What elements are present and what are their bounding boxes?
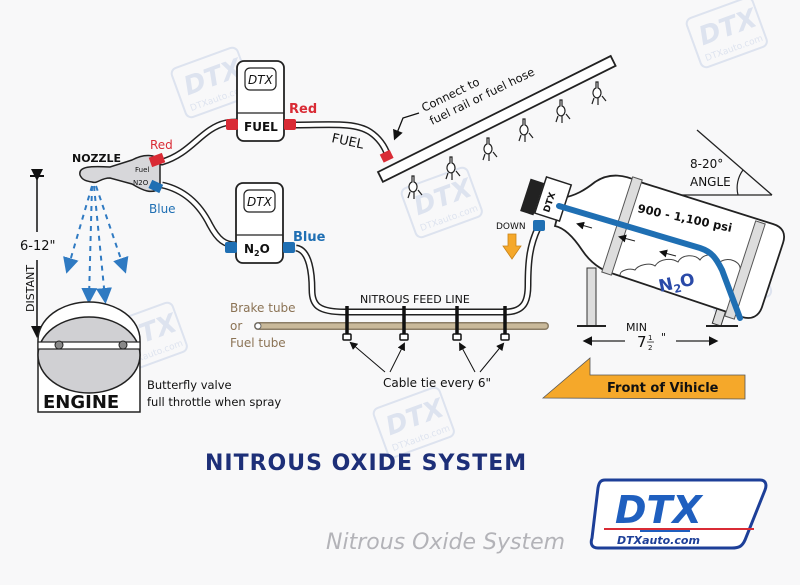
fuel-solenoid-type: FUEL bbox=[244, 120, 278, 134]
feed-line-label: NITROUS FEED LINE bbox=[360, 293, 470, 306]
fuel-hose-to-rail bbox=[295, 121, 392, 158]
injector bbox=[445, 156, 461, 180]
brake-tube-label-2: or bbox=[230, 319, 242, 333]
cable-tie bbox=[452, 306, 462, 341]
fuel-rail-red-fitting bbox=[379, 149, 394, 163]
logo-url: DTXauto.com bbox=[617, 534, 700, 547]
distance-value: 6-12" bbox=[20, 239, 55, 254]
n2o-solenoid-outlet-label: Blue bbox=[293, 230, 326, 245]
nozzle-red-label: Red bbox=[150, 138, 173, 152]
fuel-solenoid-brand: DTX bbox=[248, 73, 274, 87]
fuel-line-label: FUEL bbox=[330, 131, 366, 153]
fuel-solenoid: DTX FUEL bbox=[226, 60, 296, 142]
n2o-solenoid: DTX N2O bbox=[225, 182, 295, 264]
fuel-rail bbox=[376, 54, 617, 184]
nozzle-label: NOZZLE bbox=[72, 152, 121, 165]
injectors bbox=[407, 81, 607, 199]
brake-tube-label-1: Brake tube bbox=[230, 301, 296, 315]
spray-pattern bbox=[63, 185, 129, 304]
injector bbox=[407, 175, 423, 199]
nozzle-blue-label: Blue bbox=[149, 202, 176, 216]
engine-label: ENGINE bbox=[43, 392, 119, 413]
angle-label: ANGLE bbox=[690, 175, 731, 189]
bottle-gas-label: N2O bbox=[657, 270, 697, 299]
page-title: NITROUS OXIDE SYSTEM bbox=[205, 451, 527, 476]
fuel-rail-callout-arrow bbox=[393, 112, 420, 141]
min-value-num: 1 bbox=[648, 334, 652, 342]
engine bbox=[37, 301, 141, 413]
distance-indicator bbox=[30, 169, 44, 338]
engine-note-1: Butterfly valve bbox=[147, 378, 232, 392]
min-label: MIN bbox=[626, 321, 647, 334]
fuel-solenoid-outlet-label: Red bbox=[289, 102, 317, 117]
butterfly-valve bbox=[37, 341, 141, 350]
siphon-tube bbox=[556, 203, 743, 321]
nozzle-port-n2o: N2O bbox=[133, 179, 149, 187]
cable-tie-label: Cable tie every 6" bbox=[383, 376, 491, 390]
logo-brand: DTX bbox=[615, 488, 703, 532]
front-of-vehicle-arrow bbox=[541, 357, 746, 400]
n2o-solenoid-brand: DTX bbox=[247, 195, 273, 209]
brake-tube-label-3: Fuel tube bbox=[230, 336, 286, 350]
injector bbox=[555, 99, 571, 123]
brake-tube bbox=[254, 322, 549, 330]
dtx-logo: DTX DTXauto.com bbox=[589, 478, 768, 550]
angle-indicator bbox=[682, 129, 773, 196]
subtitle: Nitrous Oxide System bbox=[326, 530, 565, 555]
svg-text:N2O: N2O bbox=[244, 242, 270, 258]
min-value-den: 2 bbox=[648, 344, 652, 352]
angle-value: 8-20° bbox=[690, 157, 723, 171]
distance-label: DISTANT bbox=[24, 265, 37, 312]
nozzle-port-fuel: Fuel bbox=[135, 166, 149, 174]
down-label: DOWN bbox=[496, 222, 526, 232]
nitrous-bottle: DTX bbox=[520, 174, 786, 321]
down-arrow-icon bbox=[502, 233, 522, 260]
cable-tie bbox=[342, 306, 352, 341]
nozzle: Fuel N2O bbox=[79, 152, 166, 194]
min-value-whole: 7 bbox=[637, 333, 647, 351]
engine-note-2: full throttle when spray bbox=[147, 395, 281, 409]
injector bbox=[518, 118, 534, 142]
blue-fitting bbox=[148, 179, 164, 194]
bottle-blue-fitting bbox=[533, 220, 545, 231]
injector bbox=[591, 81, 607, 105]
min-value-unit: " bbox=[661, 331, 666, 344]
injector bbox=[482, 137, 498, 161]
front-of-vehicle-label: Front of Vihicle bbox=[607, 381, 719, 396]
red-fitting bbox=[148, 152, 166, 168]
nitrous-feed-line bbox=[294, 226, 542, 316]
cable-tie bbox=[500, 306, 510, 341]
cable-ties bbox=[342, 306, 510, 373]
cable-tie bbox=[399, 306, 409, 341]
